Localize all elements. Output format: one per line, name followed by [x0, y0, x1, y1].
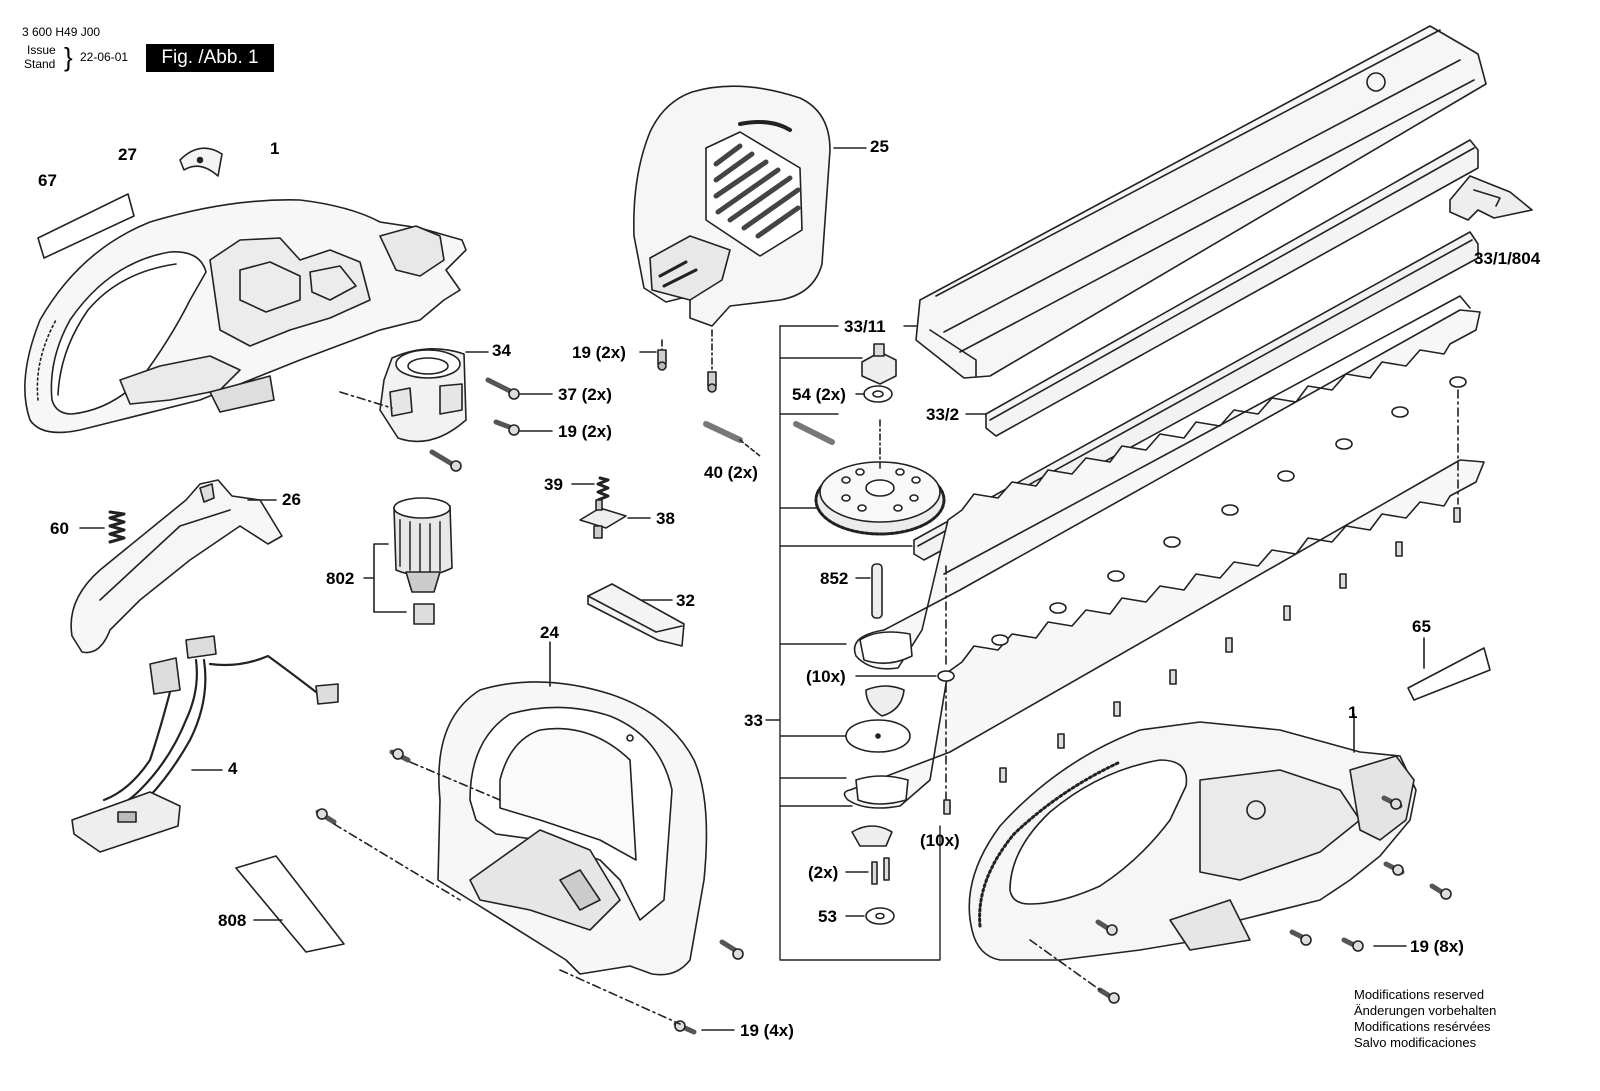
callout-53: 53 [818, 907, 837, 926]
callout-4: 4 [228, 759, 238, 778]
callout-60: 60 [50, 519, 69, 538]
note-line: Änderungen vorbehalten [1354, 1003, 1497, 1018]
gear-wheel [814, 419, 946, 536]
screws-19-handle [315, 748, 744, 1035]
callout-808: 808 [218, 911, 247, 930]
rail-33-2 [985, 139, 1479, 437]
callout-19-2x-b: 19 (2x) [558, 422, 612, 441]
cam-piece-2 [851, 825, 893, 847]
front-handle-24 [437, 681, 708, 976]
bracket-26 [70, 479, 283, 654]
bearing-block [861, 343, 897, 385]
issue-label: Issue [27, 43, 56, 57]
cam-piece [865, 685, 905, 717]
callout-32: 32 [676, 591, 695, 610]
callout-33-1-804: 33/1/804 [1474, 249, 1541, 268]
housing-1-top [24, 199, 467, 434]
note-line: Modifications reserved [1354, 987, 1485, 1002]
housing-1-bottom [968, 721, 1417, 961]
note-line: Salvo modificaciones [1354, 1035, 1477, 1050]
callout-40-2x: 40 (2x) [704, 463, 758, 482]
callout-2x: (2x) [808, 863, 839, 882]
note-line: Modifications resérvées [1354, 1019, 1491, 1034]
blade-upper [853, 295, 1481, 670]
callout-1-bottom: 1 [1348, 703, 1358, 722]
callout-65: 65 [1412, 617, 1431, 636]
washer-54 [863, 385, 893, 403]
block-32 [587, 583, 685, 647]
callout-39: 39 [544, 475, 563, 494]
motor-mount-34 [379, 348, 467, 443]
label-65 [1407, 647, 1491, 701]
document-number: 3 600 H49 J00 [22, 25, 101, 39]
figure-label: Fig. /Abb. 1 [146, 44, 274, 72]
pins-40 [703, 421, 835, 457]
callout-10x-a: (10x) [806, 667, 846, 686]
callout-38: 38 [656, 509, 675, 528]
callout-1-top: 1 [270, 139, 280, 158]
blade-lower [843, 459, 1485, 809]
screws-37 [429, 377, 520, 472]
wiring-harness-4 [71, 635, 339, 853]
callout-25: 25 [870, 137, 889, 156]
pin-852 [871, 563, 883, 619]
callout-33-2: 33/2 [926, 405, 960, 424]
callout-19-2x-a: 19 (2x) [572, 343, 626, 362]
issue-date: 22-06-01 [80, 50, 129, 64]
callout-67: 67 [38, 171, 57, 190]
front-cover-25 [633, 85, 831, 327]
armature-802 [393, 497, 453, 625]
washers [937, 376, 1467, 682]
screws-19-housing [1095, 795, 1452, 1004]
label-808 [235, 855, 345, 953]
modification-notes: Modifications reserved Änderungen vorbeh… [1354, 987, 1496, 1051]
callout-19-8x: 19 (8x) [1410, 937, 1464, 956]
bolts [943, 507, 1461, 815]
screws-19-cover [657, 329, 717, 393]
brace-glyph: } [64, 42, 73, 72]
callout-27: 27 [118, 145, 137, 164]
callout-54-2x: 54 (2x) [792, 385, 846, 404]
callout-10x-b: (10x) [920, 831, 960, 850]
callout-34: 34 [492, 341, 511, 360]
callout-24: 24 [540, 623, 559, 642]
spring-39 [596, 476, 610, 502]
label-plate-67 [37, 193, 135, 259]
callout-26: 26 [282, 490, 301, 509]
callout-33: 33 [744, 711, 763, 730]
spring-60 [108, 510, 126, 544]
callout-33-11: 33/11 [844, 317, 886, 336]
callout-19-4x: 19 (4x) [740, 1021, 794, 1040]
eccentric-38 [579, 499, 627, 539]
end-cap-33-1-804 [1449, 175, 1533, 221]
callout-852: 852 [820, 569, 849, 588]
callout-802: 802 [326, 569, 355, 588]
group-33-bracket [765, 325, 987, 961]
blade-cover-33-11 [915, 25, 1487, 379]
washer-53 [865, 907, 895, 925]
stand-label: Stand [24, 57, 56, 71]
clip-27 [179, 147, 223, 177]
callout-37-2x: 37 (2x) [558, 385, 612, 404]
